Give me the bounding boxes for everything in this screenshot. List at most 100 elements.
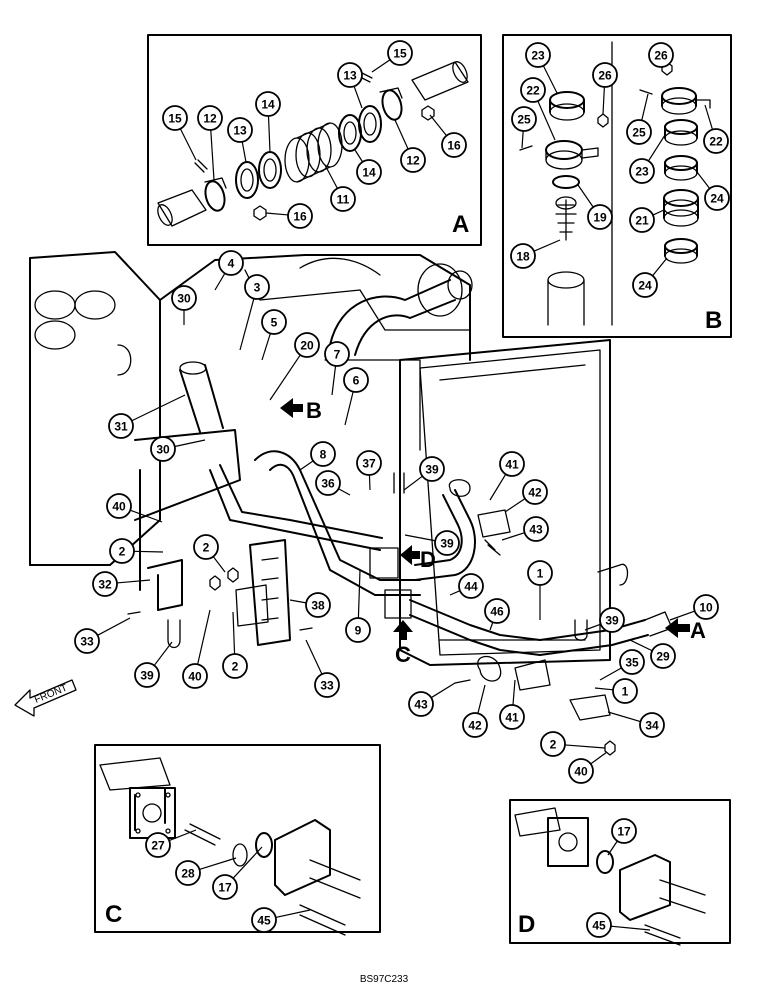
callout-circle	[162, 105, 188, 131]
callout-number: 45	[257, 914, 271, 928]
callout-45a: 45	[251, 907, 311, 933]
callout-circle	[222, 653, 248, 679]
callout-1b: 1	[594, 678, 638, 704]
callout-leader-line	[275, 909, 311, 919]
callout-number: 36	[321, 477, 335, 491]
callout-number: 13	[343, 69, 357, 83]
callout-13a: 13	[337, 62, 363, 109]
callout-leader-line	[232, 611, 236, 655]
callout-number: 15	[168, 112, 182, 126]
callout-42a: 42	[504, 479, 548, 513]
callout-circle	[462, 712, 488, 738]
callout-circle	[193, 534, 219, 560]
callout-number: 33	[80, 635, 94, 649]
callout-27: 27	[145, 829, 197, 858]
callout-leader-line	[629, 639, 653, 652]
callout-24a: 24	[696, 171, 730, 211]
callout-26a: 26	[592, 62, 618, 115]
callout-leader-line	[607, 840, 618, 856]
callout-number: 43	[529, 523, 543, 537]
callout-circle	[703, 128, 729, 154]
view-arrow-a: A	[665, 618, 706, 643]
callout-4: 4	[214, 250, 244, 291]
callout-leader-line	[116, 579, 151, 584]
callout-leader-line	[368, 474, 371, 491]
callout-number: 32	[98, 578, 112, 592]
callout-29: 29	[629, 639, 676, 669]
detail-view-a: A	[147, 34, 482, 246]
callout-leader-line	[97, 617, 131, 636]
callout-leader-line	[512, 679, 516, 706]
callout-number: 2	[119, 545, 126, 559]
callout-number: 23	[635, 165, 649, 179]
callout-leader-line	[577, 184, 594, 208]
callout-circle	[693, 594, 719, 620]
callout-19: 19	[577, 184, 613, 230]
callout-circle	[182, 663, 208, 689]
view-arrow-b: B	[280, 398, 322, 423]
callout-circle	[434, 530, 460, 556]
callout-circle	[650, 643, 676, 669]
callout-number: 42	[468, 719, 482, 733]
callout-number: 24	[710, 192, 724, 206]
callout-22a: 22	[520, 77, 556, 141]
callout-leader-line	[331, 365, 337, 396]
callout-number: 38	[311, 599, 325, 613]
callout-14b: 14	[354, 149, 382, 185]
callout-number: 16	[293, 210, 307, 224]
callout-circle	[171, 285, 197, 311]
callout-leader-line	[168, 829, 197, 842]
callout-leader-line	[404, 534, 436, 542]
callout-circle	[592, 62, 618, 88]
callout-circle	[619, 649, 645, 675]
callout-9: 9	[345, 569, 371, 643]
callout-circle	[525, 42, 551, 68]
callout-circle	[197, 105, 223, 131]
callout-leader-line	[430, 682, 456, 699]
callout-14a: 14	[255, 91, 281, 153]
callout-number: 29	[656, 650, 670, 664]
front-direction-arrow: FRONT	[14, 679, 77, 717]
callout-number: 18	[516, 250, 530, 264]
callout-leader-line	[504, 498, 526, 513]
callout-circle	[612, 678, 638, 704]
callout-30b: 30	[150, 436, 206, 462]
callout-12a: 12	[394, 119, 426, 173]
detail-view-d: D	[509, 799, 731, 946]
callout-35: 35	[599, 649, 645, 681]
callout-leader-line	[174, 439, 206, 448]
callout-20: 20	[269, 332, 320, 401]
callout-16b: 16	[265, 203, 313, 229]
callout-16a: 16	[429, 114, 467, 158]
callout-number: 33	[320, 679, 334, 693]
callout-43b: 43	[408, 682, 456, 717]
callout-13b: 13	[227, 117, 253, 163]
callout-number: 25	[517, 113, 531, 127]
callout-leader-line	[394, 119, 409, 150]
callout-number: 12	[203, 112, 217, 126]
callout-number: 41	[505, 711, 519, 725]
callout-2c: 2	[222, 611, 248, 679]
callout-30a: 30	[171, 285, 197, 325]
callout-circle	[408, 691, 434, 717]
callout-number: 41	[505, 458, 519, 472]
callout-number: 44	[464, 580, 478, 594]
callout-2d: 2	[540, 731, 606, 757]
callout-circle	[511, 106, 537, 132]
callout-circle	[510, 243, 536, 269]
callout-leader-line	[210, 129, 215, 181]
callout-circle	[441, 132, 467, 158]
callout-number: 26	[598, 69, 612, 83]
view-label-c: C	[105, 901, 122, 928]
callout-5: 5	[261, 309, 287, 361]
callout-leader-line	[652, 257, 668, 277]
callout-number: 24	[638, 279, 652, 293]
callout-circle	[314, 672, 340, 698]
callout-leader-line	[267, 115, 271, 153]
callout-number: 21	[635, 214, 649, 228]
callout-33b: 33	[305, 639, 340, 698]
callout-number: 22	[709, 135, 723, 149]
callout-33a: 33	[74, 617, 131, 654]
callout-leader-line	[610, 925, 651, 931]
